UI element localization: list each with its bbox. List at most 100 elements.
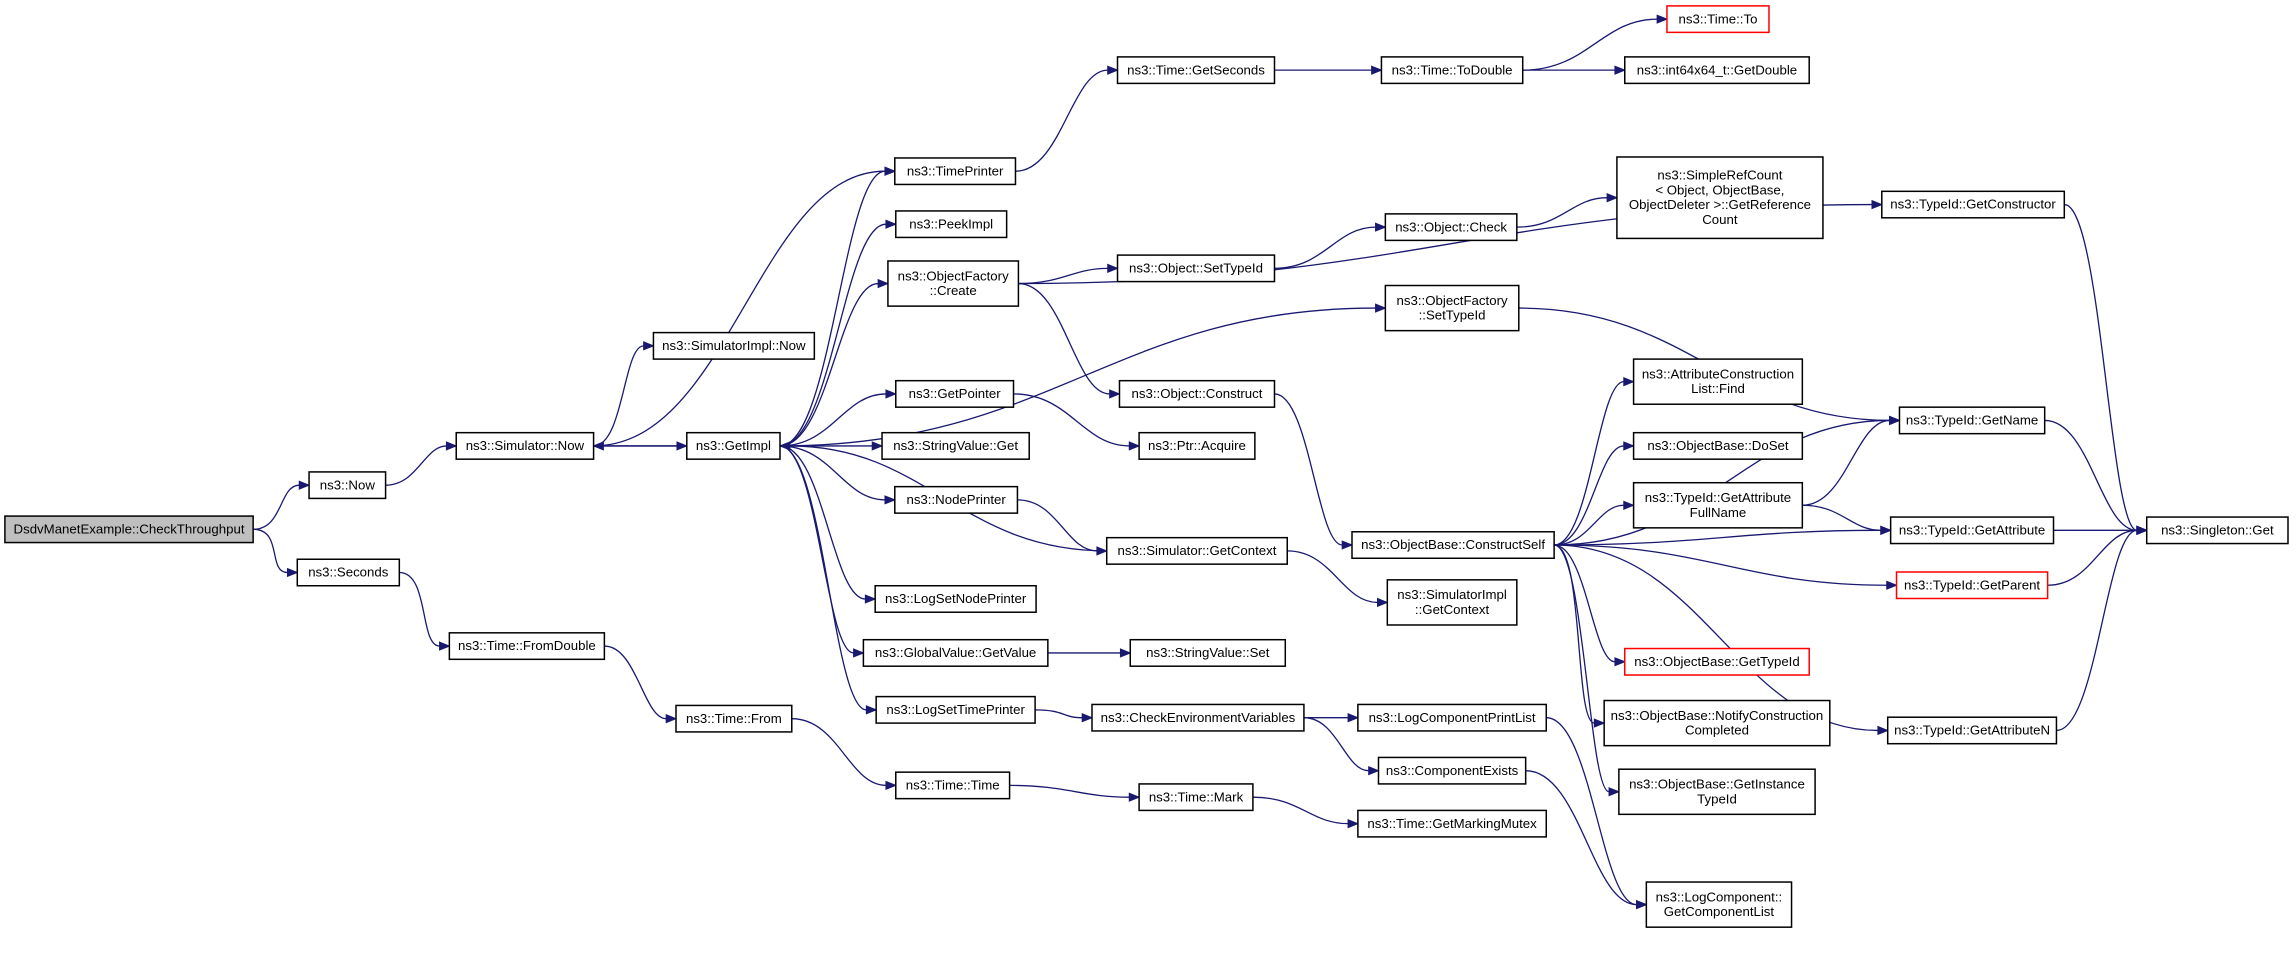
- arrowhead: [439, 641, 451, 651]
- edge-constructself-to-obgettypeid: [1554, 544, 1627, 667]
- node-box: [1351, 531, 1555, 560]
- node-getpointer[interactable]: ns3::GetPointer: [895, 379, 1015, 408]
- node-int64getdouble[interactable]: ns3::int64x64_t::GetDouble: [1624, 56, 1810, 85]
- node-box: [1632, 431, 1804, 460]
- node-objsettypeid[interactable]: ns3::Object::SetTypeId: [1116, 254, 1276, 283]
- node-label: ns3::ObjectBase::NotifyConstruction: [1611, 708, 1824, 723]
- node-objconstruct[interactable]: ns3::Object::Construct: [1118, 379, 1276, 408]
- node-box: [1380, 56, 1524, 85]
- edge-simgetcontext-to-simimplgetcontext: [1287, 550, 1389, 608]
- arrowhead: [1614, 65, 1627, 75]
- node-tidgetparent[interactable]: ns3::TypeId::GetParent: [1895, 571, 2049, 600]
- node-svget[interactable]: ns3::StringValue::Get: [881, 431, 1030, 460]
- node-logsetnodeprinter[interactable]: ns3::LogSetNodePrinter: [874, 584, 1037, 613]
- edge-getimpl-to-ofcreate: [779, 278, 890, 447]
- node-timeto[interactable]: ns3::Time::To: [1666, 5, 1770, 34]
- node-timefrom[interactable]: ns3::Time::From: [675, 704, 793, 733]
- node-objcheck[interactable]: ns3::Object::Check: [1384, 213, 1518, 242]
- node-label: ns3::SimulatorImpl::Now: [662, 338, 806, 353]
- node-tidgetattributen[interactable]: ns3::TypeId::GetAttributeN: [1886, 716, 2058, 745]
- node-box: [1618, 768, 1816, 816]
- node-compexists[interactable]: ns3::ComponentExists: [1377, 756, 1527, 785]
- node-tidgetattribute[interactable]: ns3::TypeId::GetAttribute: [1889, 516, 2055, 545]
- node-timetime[interactable]: ns3::Time::Time: [895, 771, 1011, 800]
- node-obnotify[interactable]: ns3::ObjectBase::NotifyConstructionCompl…: [1603, 699, 1831, 747]
- edge-line: [1018, 282, 1110, 395]
- node-simnow[interactable]: ns3::Simulator::Now: [455, 431, 595, 460]
- node-simimplgetcontext[interactable]: ns3::SimulatorImpl::GetContext: [1386, 579, 1518, 626]
- node-nodeprinter[interactable]: ns3::NodePrinter: [894, 485, 1019, 514]
- node-label: ns3::GetPointer: [909, 386, 1002, 401]
- node-label: ns3::TypeId::GetName: [1906, 413, 2038, 428]
- node-tidgetconstructor[interactable]: ns3::TypeId::GetConstructor: [1881, 190, 2066, 219]
- node-label: ns3::TypeId::GetConstructor: [1890, 197, 2056, 212]
- node-getseconds[interactable]: ns3::Time::GetSeconds: [1116, 56, 1276, 85]
- node-fromdouble[interactable]: ns3::Time::FromDouble: [448, 632, 606, 661]
- node-box: [1138, 783, 1254, 812]
- node-ofsettypeid[interactable]: ns3::ObjectFactory::SetTypeId: [1384, 284, 1520, 332]
- node-label: ns3::GlobalValue::GetValue: [875, 645, 1036, 660]
- edge-line: [1554, 504, 1624, 546]
- edge-line: [1303, 717, 1369, 772]
- node-obdoset[interactable]: ns3::ObjectBase::DoSet: [1632, 431, 1804, 460]
- edge-simnow-to-timeprinter: [593, 166, 897, 447]
- node-simimplnow[interactable]: ns3::SimulatorImpl::Now: [652, 331, 816, 360]
- node-seconds[interactable]: ns3::Seconds: [296, 558, 401, 587]
- node-getimpl[interactable]: ns3::GetImpl: [686, 431, 781, 460]
- edge-getimpl-to-logsettimeprinter: [779, 445, 878, 715]
- edge-line: [2056, 529, 2138, 732]
- edge-seconds-to-fromdouble: [399, 571, 451, 651]
- node-label: ns3::Time::GetSeconds: [1127, 62, 1265, 77]
- node-box: [1624, 56, 1810, 85]
- edge-line: [1802, 504, 1881, 531]
- node-refcount[interactable]: ns3::SimpleRefCount< Object, ObjectBase,…: [1616, 156, 1824, 240]
- node-root[interactable]: DsdvManetExample::CheckThroughput: [4, 515, 254, 544]
- node-logcompprintlist[interactable]: ns3::LogComponentPrintList: [1357, 703, 1548, 732]
- edge-line: [1274, 226, 1376, 269]
- node-logcompgetlist[interactable]: ns3::LogComponent::GetComponentList: [1645, 881, 1793, 928]
- node-svset[interactable]: ns3::StringValue::Set: [1129, 638, 1287, 667]
- node-checkenv[interactable]: ns3::CheckEnvironmentVariables: [1091, 703, 1305, 732]
- edge-line: [1553, 544, 1595, 724]
- arrowhead: [1107, 263, 1119, 274]
- arrowhead: [1347, 818, 1360, 829]
- node-label: ns3::LogComponentPrintList: [1369, 710, 1536, 725]
- node-obgettypeid[interactable]: ns3::ObjectBase::GetTypeId: [1624, 647, 1810, 676]
- node-peekimpl[interactable]: ns3::PeekImpl: [895, 210, 1008, 239]
- node-simgetcontext[interactable]: ns3::Simulator::GetContext: [1105, 536, 1288, 565]
- edge-objsettypeid-to-objcheck: [1274, 222, 1387, 269]
- node-constructself[interactable]: ns3::ObjectBase::ConstructSelf: [1351, 531, 1555, 560]
- node-label: < Object, ObjectBase,: [1655, 182, 1784, 197]
- node-timeprinter[interactable]: ns3::TimePrinter: [894, 157, 1017, 186]
- node-now[interactable]: ns3::Now: [308, 471, 387, 500]
- node-timemark[interactable]: ns3::Time::Mark: [1138, 783, 1254, 812]
- node-box: [1386, 579, 1518, 626]
- edge-tidgetattrfullname-to-tidgetattribute: [1802, 504, 1892, 535]
- node-ptracquire[interactable]: ns3::Ptr::Acquire: [1138, 431, 1256, 460]
- arrowhead: [864, 594, 877, 604]
- node-gvgetvalue[interactable]: ns3::GlobalValue::GetValue: [862, 638, 1049, 667]
- node-tidgetname[interactable]: ns3::TypeId::GetName: [1898, 406, 2046, 435]
- node-todouble[interactable]: ns3::Time::ToDouble: [1380, 56, 1524, 85]
- node-logsettimeprinter[interactable]: ns3::LogSetTimePrinter: [875, 695, 1036, 724]
- node-box: [1632, 481, 1804, 529]
- node-label: ns3::TypeId::GetAttributeN: [1894, 723, 2050, 738]
- node-box: [1666, 5, 1770, 34]
- edge-getimpl-to-simnow: [592, 441, 687, 451]
- edge-line: [2047, 529, 2137, 586]
- node-ofcreate[interactable]: ns3::ObjectFactory::Create: [887, 260, 1020, 307]
- node-box: [1357, 809, 1548, 838]
- edge-fromdouble-to-timefrom: [604, 645, 678, 724]
- node-markingmutex[interactable]: ns3::Time::GetMarkingMutex: [1357, 809, 1548, 838]
- edge-constructself-to-tidgetattribute: [1554, 525, 1892, 546]
- edge-getimpl-to-nodeprinter: [779, 445, 897, 505]
- edge-timetime-to-timemark: [1009, 784, 1141, 802]
- arrowhead: [1886, 580, 1898, 590]
- node-singletonget[interactable]: ns3::Singleton::Get: [2145, 516, 2289, 545]
- node-box: [1105, 536, 1288, 565]
- edge-line: [1274, 393, 1343, 546]
- node-label: ::SetTypeId: [1419, 308, 1486, 323]
